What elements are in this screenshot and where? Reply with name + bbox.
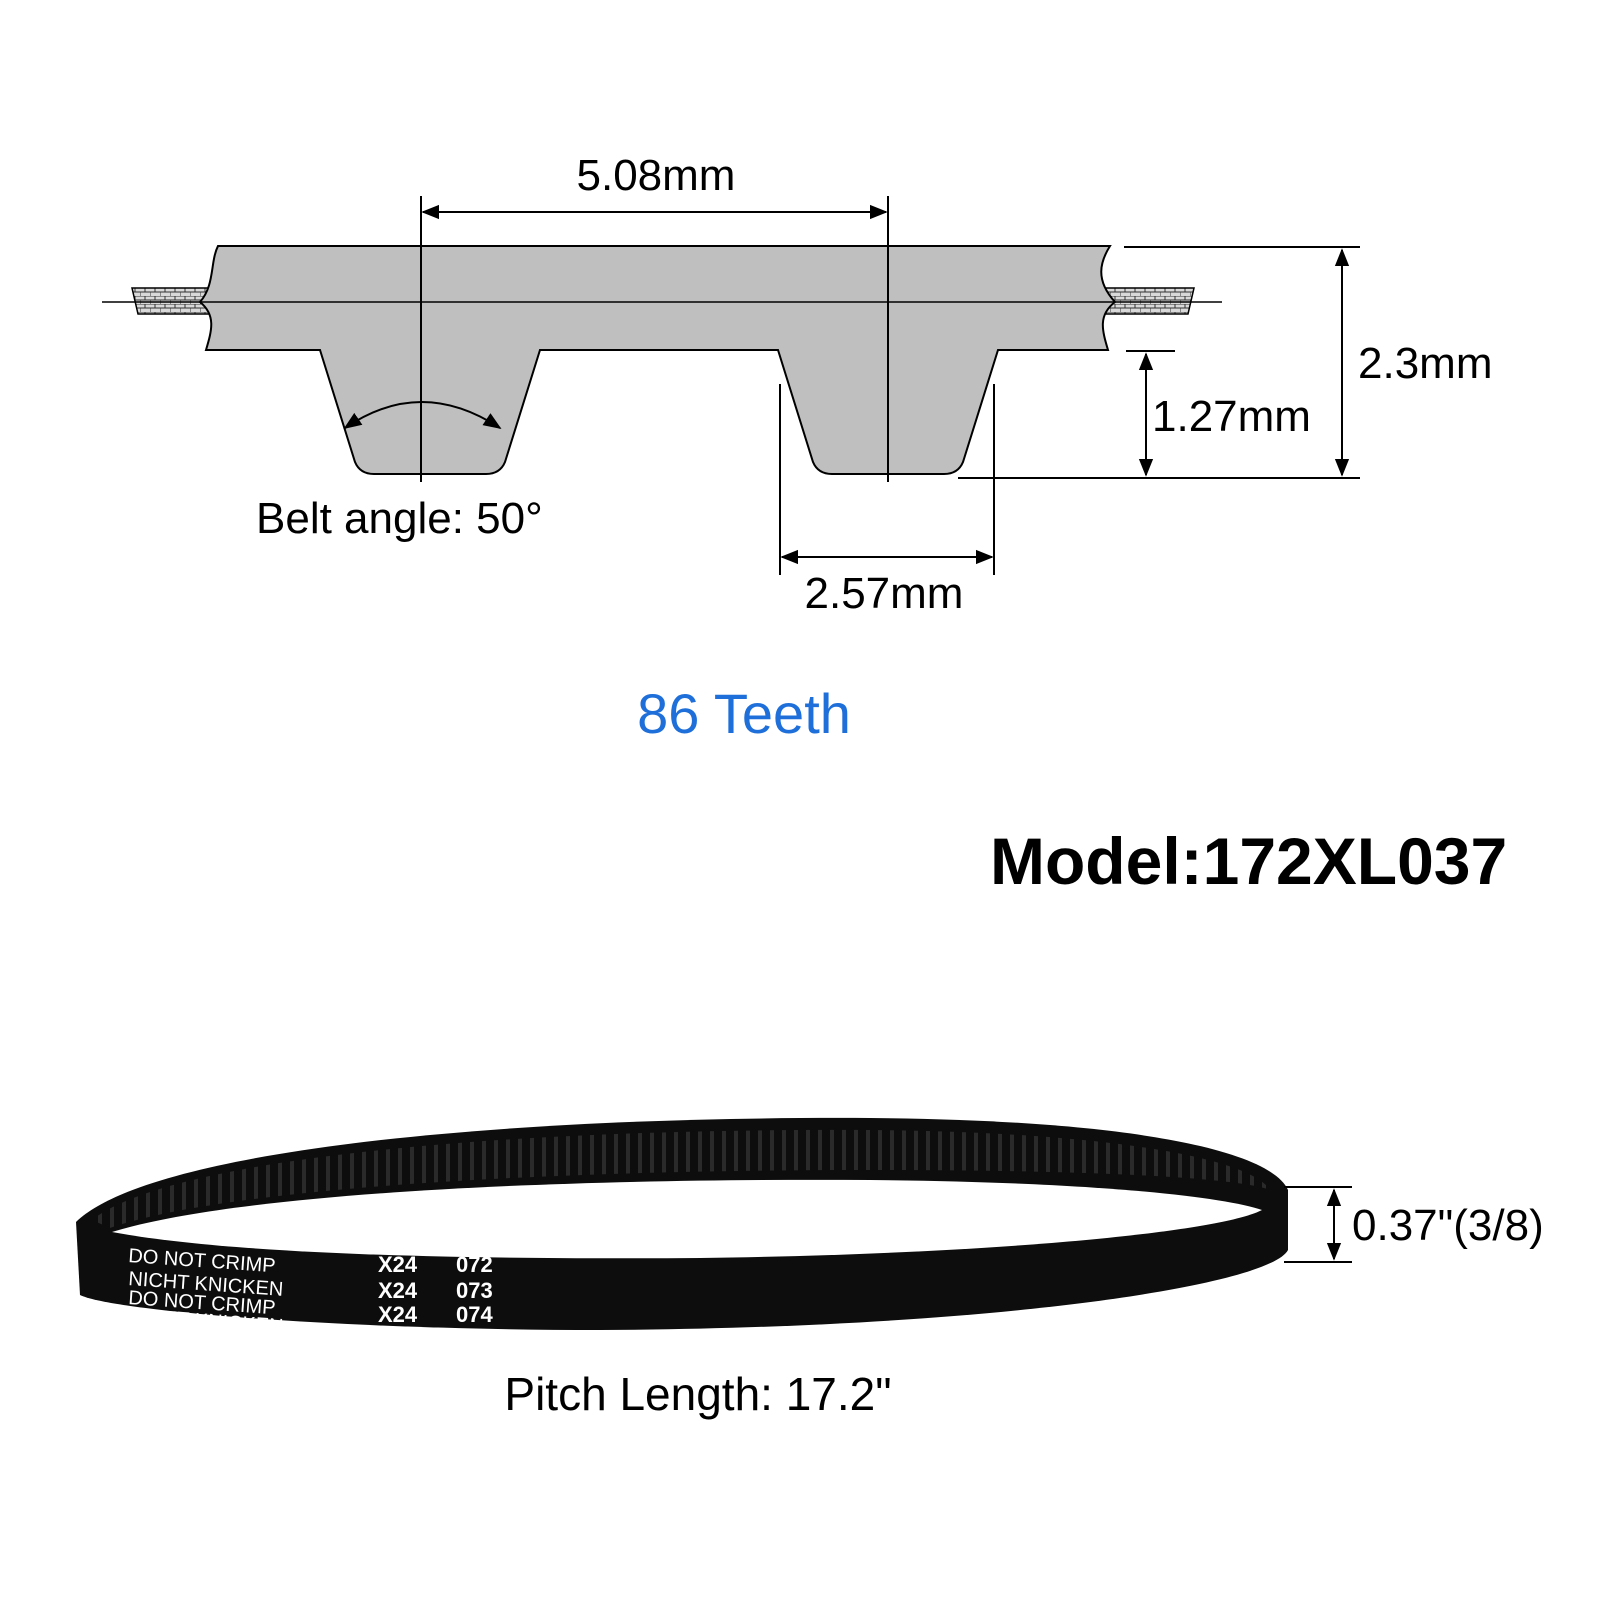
cord-right-hatch	[1105, 287, 1195, 315]
teeth-count-label: 86 Teeth	[637, 682, 851, 745]
belt-code-3: X24	[378, 1302, 418, 1327]
height-dimensions: 2.3mm 1.27mm	[958, 246, 1492, 479]
cord-left-hatch	[131, 287, 211, 315]
belt-angle-label: Belt angle: 50°	[256, 494, 543, 543]
pitch-label: 5.08mm	[577, 151, 736, 200]
belt-inner-gap	[112, 1179, 1262, 1259]
model-label: Model:172XL037	[990, 824, 1507, 898]
belt-width-dimension: 0.37"(3/8)	[1284, 1186, 1544, 1263]
pitch-length-label: Pitch Length: 17.2"	[504, 1368, 891, 1420]
total-height-label: 2.3mm	[1358, 339, 1492, 388]
belt-profile	[102, 245, 1222, 475]
belt-width-label: 0.37"(3/8)	[1352, 1201, 1544, 1250]
pitch-dimension: 5.08mm	[420, 151, 889, 482]
belt-num-2: 073	[456, 1278, 493, 1303]
tooth-height-label: 1.27mm	[1152, 392, 1311, 441]
profile-body	[198, 245, 1117, 475]
tooth-width-label: 2.57mm	[805, 569, 964, 618]
belt-teeth-band	[92, 1129, 1270, 1228]
belt-angle-dimension: Belt angle: 50°	[256, 401, 543, 543]
belt-code-1: X24	[378, 1252, 418, 1277]
belt-num-1: 072	[456, 1252, 493, 1277]
tooth-width-dimension: 2.57mm	[779, 384, 995, 618]
belt-code-2: X24	[378, 1278, 418, 1303]
belt-num-3: 074	[456, 1302, 493, 1327]
belt-image: DO NOT CRIMP NICHT KNICKEN DO NOT CRIMP …	[76, 1117, 1288, 1338]
